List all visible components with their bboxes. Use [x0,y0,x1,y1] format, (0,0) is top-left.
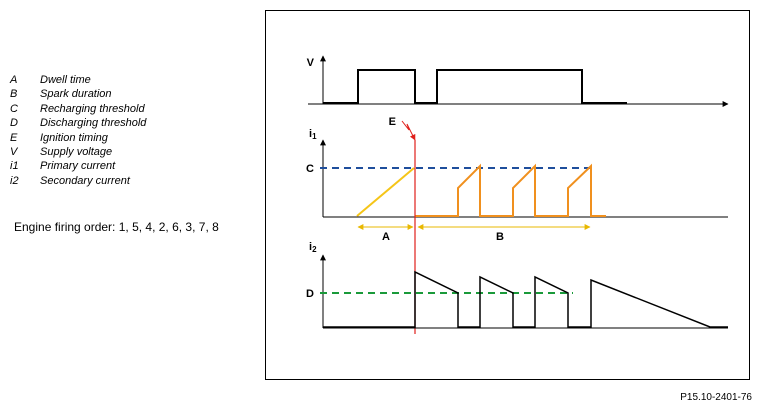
legend-text: Spark duration [40,88,112,101]
legend-row: B Spark duration [10,87,146,101]
firing-order-text: Engine firing order: 1, 5, 4, 2, 6, 3, 7… [14,220,219,234]
legend-key: i1 [10,160,19,173]
primary-current-trace [415,163,606,217]
legend-key: D [10,117,18,130]
primary-current-panel: i1 C E A B [306,116,728,334]
diagram-frame [265,10,750,380]
legend-key: i2 [10,174,19,187]
b-label: B [496,231,504,243]
i1-axis-label: i1 [309,128,317,141]
legend-key: B [10,88,18,101]
supply-voltage-trace [323,69,627,104]
a-label: A [382,231,390,243]
legend-row: E Ignition timing [10,131,146,145]
c-label: C [306,163,314,175]
legend-key: V [10,145,18,158]
legend-row: D Discharging threshold [10,116,146,130]
d-label: D [306,288,314,300]
legend-key: A [10,74,18,86]
legend-text: Dwell time [40,74,91,86]
legend-text: Secondary current [40,174,130,187]
voltage-panel: V [307,55,729,107]
i2-axis-label: i2 [309,241,317,254]
legend-row: C Recharging threshold [10,102,146,116]
dwell-ramp [356,167,415,217]
v-axis-label: V [307,57,315,69]
legend-text: Primary current [40,160,116,173]
e-label: E [389,116,396,128]
legend-key: C [10,102,18,115]
legend-row: V Supply voltage [10,145,146,159]
legend-row: i1 Primary current [10,159,146,173]
legend-key: E [10,131,18,144]
ignition-arrow [401,120,416,141]
legend-text: Supply voltage [40,145,113,158]
figure-code: P15.10-2401-76 [680,392,752,403]
secondary-current-panel: i2 D [306,241,728,329]
legend-row: i2 Secondary current [10,174,146,188]
legend-row: A Dwell time [10,73,146,87]
secondary-current-trace [323,270,728,328]
legend-text: Discharging threshold [40,117,147,130]
legend-text: Recharging threshold [40,102,145,115]
legend-text: Ignition timing [40,131,108,144]
